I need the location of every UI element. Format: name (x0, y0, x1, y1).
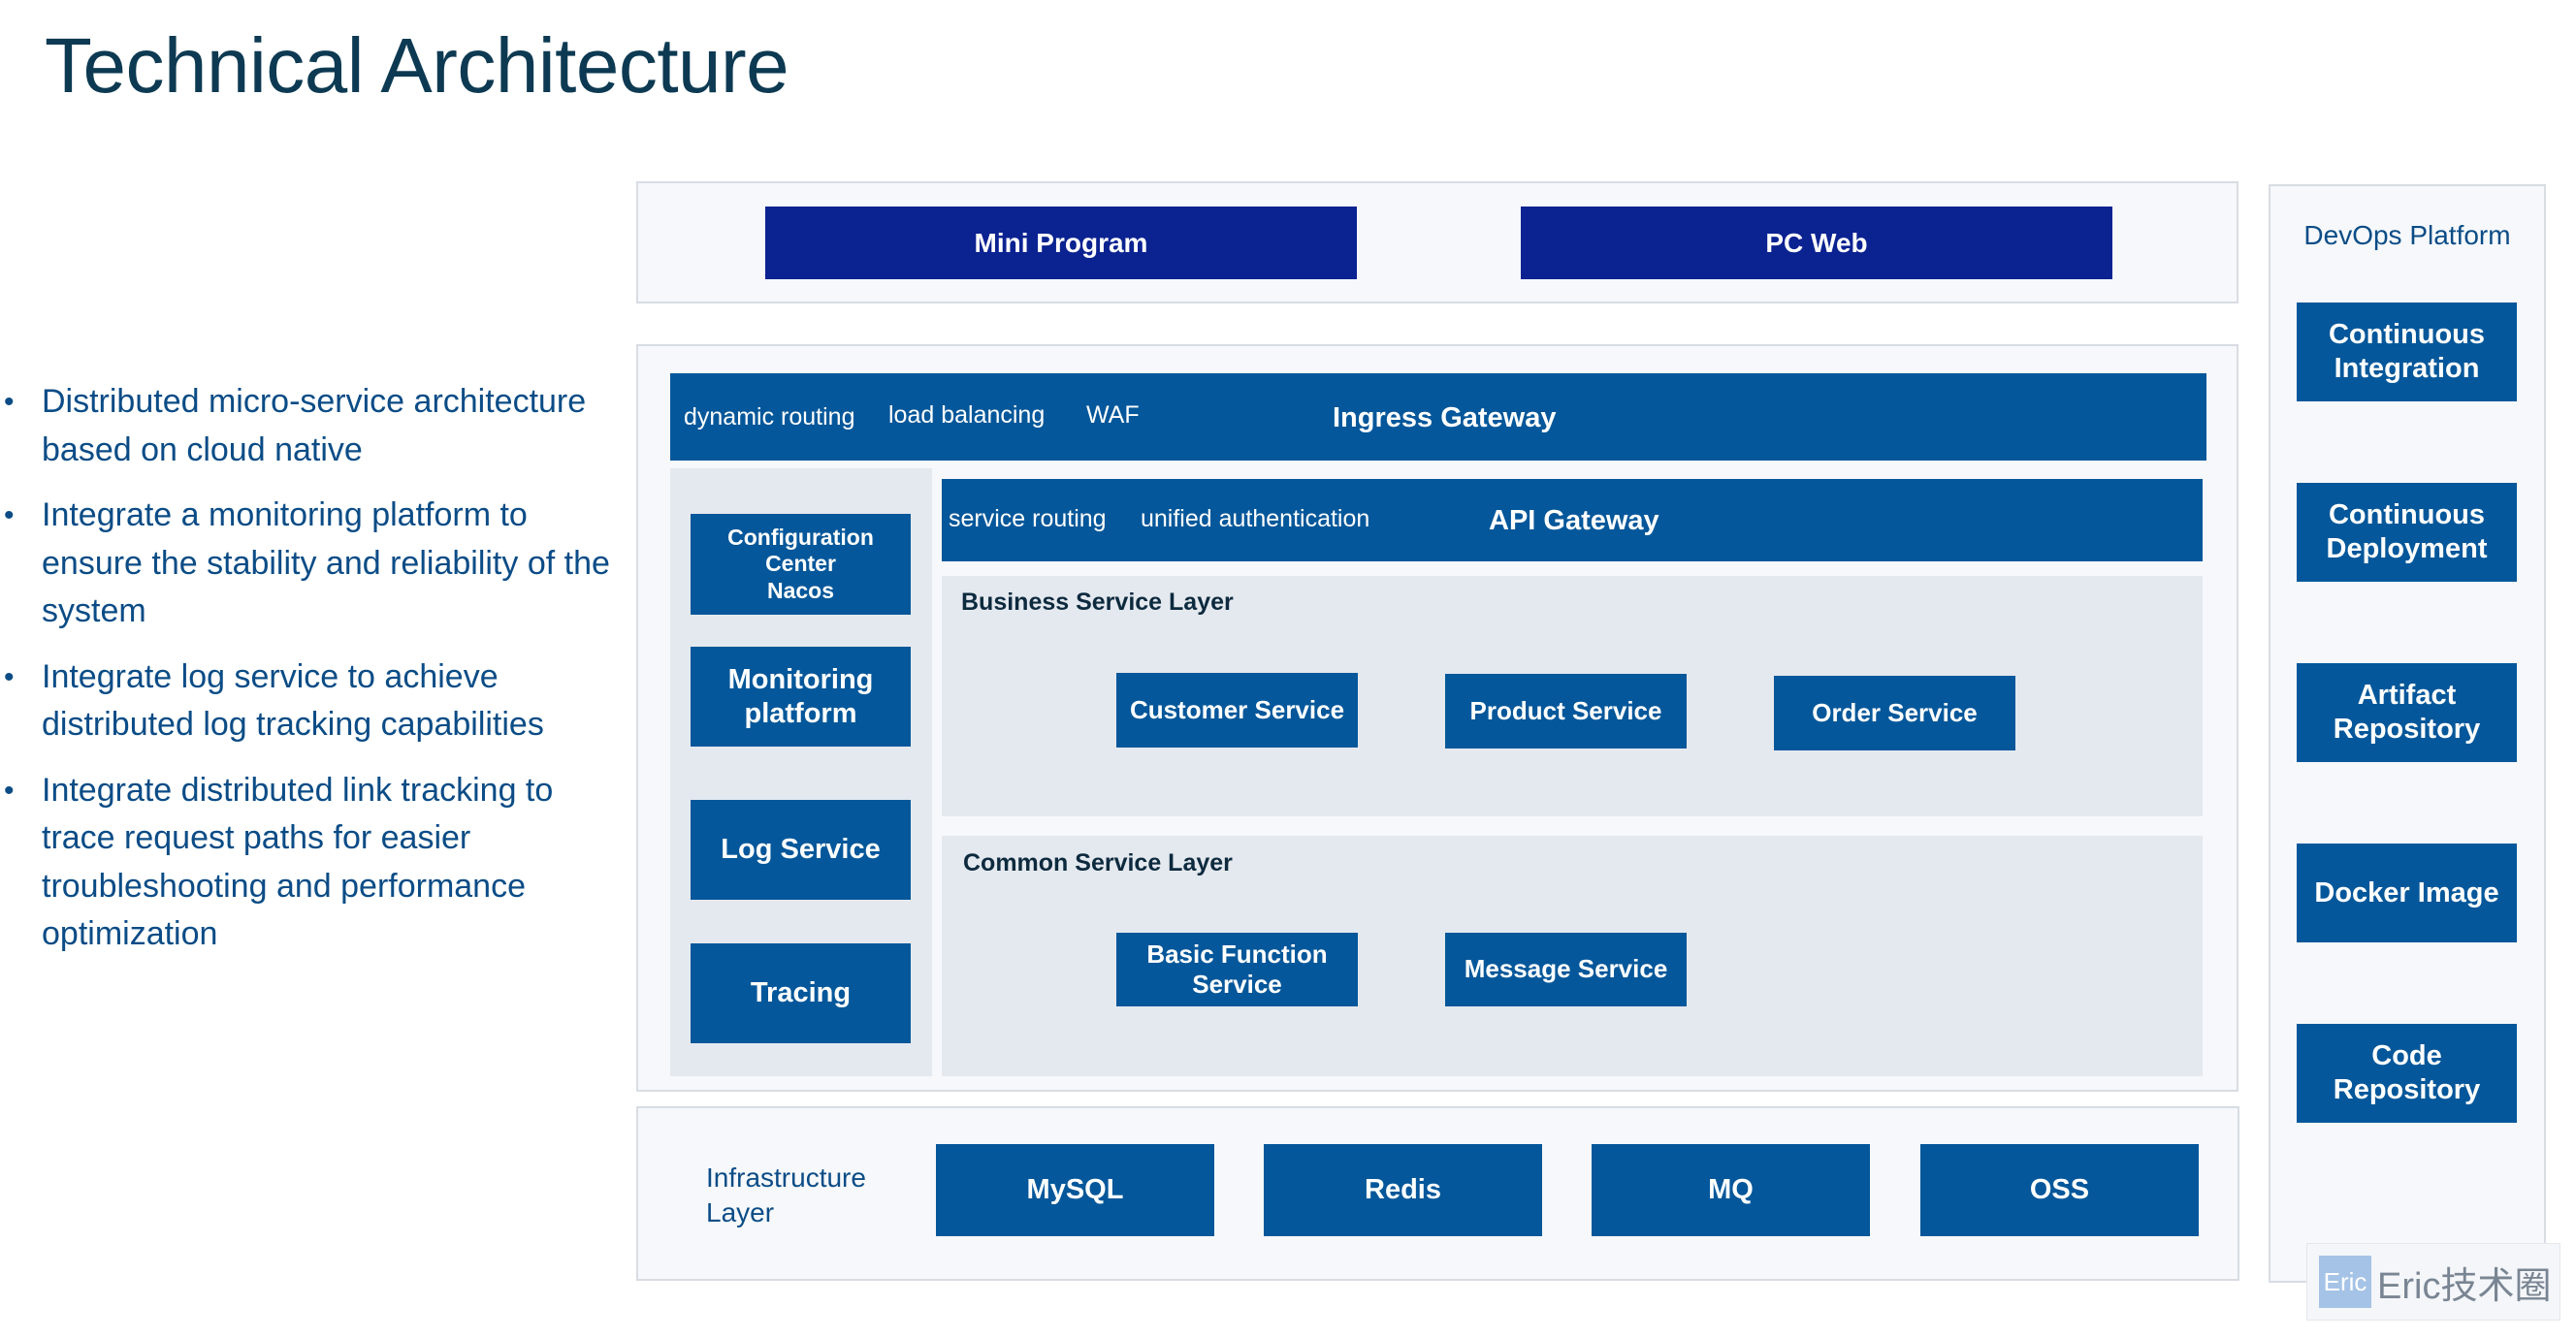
ingress-feature-load-balancing: load balancing (888, 401, 1046, 429)
ingress-gateway-bar: dynamic routing load balancing WAF Ingre… (670, 373, 2206, 461)
customer-service-box: Customer Service (1116, 673, 1358, 748)
feature-item: Integrate a monitoring platform to ensur… (0, 492, 611, 636)
continuous-deployment-box: Continuous Deployment (2297, 483, 2517, 582)
feature-item: Distributed micro-service architecture b… (0, 378, 611, 474)
api-gateway-bar: service routing unified authentication A… (942, 479, 2203, 561)
infrastructure-label: Infrastructure Layer (706, 1163, 866, 1227)
ingress-feature-waf: WAF (1086, 401, 1140, 429)
common-layer-title: Common Service Layer (963, 849, 1233, 876)
artifact-repository-box: Artifact Repository (2297, 663, 2517, 762)
mysql-box: MySQL (936, 1144, 1214, 1236)
business-layer-title: Business Service Layer (961, 589, 1234, 616)
config-line-3: Nacos (766, 577, 835, 603)
basic-function-service-box: Basic Function Service (1116, 933, 1358, 1006)
product-service-box: Product Service (1445, 674, 1687, 749)
page-title: Technical Architecture (45, 22, 789, 109)
redis-box: Redis (1264, 1144, 1542, 1236)
pc-web-box: PC Web (1521, 207, 2112, 279)
config-line-1: Configuration (727, 524, 874, 550)
docker-image-box: Docker Image (2297, 844, 2517, 942)
watermark-logo: Eric (2319, 1256, 2371, 1308)
devops-title: DevOps Platform (2303, 220, 2511, 250)
log-service-box: Log Service (691, 800, 911, 900)
oss-box: OSS (1920, 1144, 2199, 1236)
api-feature-service-routing: service routing (949, 505, 1107, 532)
configuration-center-box: Configuration Center Nacos (691, 514, 911, 615)
api-gateway-label: API Gateway (1489, 505, 1659, 536)
watermark-text: Eric技术圈 (2377, 1265, 2552, 1307)
tracing-box: Tracing (691, 943, 911, 1043)
order-service-box: Order Service (1774, 676, 2015, 750)
mq-box: MQ (1592, 1144, 1870, 1236)
feature-item: Integrate log service to achieve distrib… (0, 653, 611, 749)
code-repository-box: Code Repository (2297, 1024, 2517, 1123)
feature-item: Integrate distributed link tracking to t… (0, 767, 611, 959)
api-feature-unified-authentication: unified authentication (1141, 505, 1370, 532)
ingress-feature-dynamic-routing: dynamic routing (684, 403, 855, 430)
mini-program-box: Mini Program (765, 207, 1357, 279)
feature-list: Distributed micro-service architecture b… (0, 378, 611, 976)
continuous-integration-box: Continuous Integration (2297, 303, 2517, 401)
monitoring-platform-box: Monitoring platform (691, 647, 911, 747)
watermark: Eric Eric技术圈 (2306, 1243, 2560, 1321)
message-service-box: Message Service (1445, 933, 1687, 1006)
ingress-gateway-label: Ingress Gateway (1333, 402, 1557, 433)
config-line-2: Center (765, 551, 836, 577)
